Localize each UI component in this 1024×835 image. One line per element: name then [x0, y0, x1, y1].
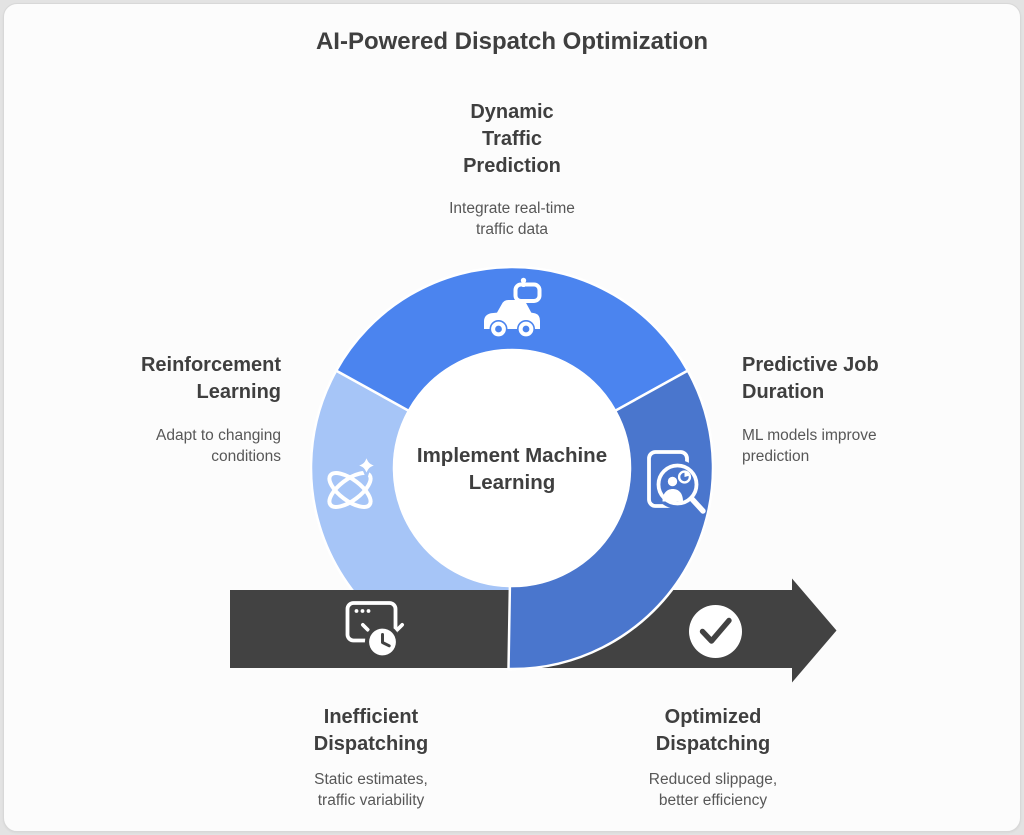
step-right-description: ML models improve prediction	[742, 427, 877, 465]
document-search-icon	[647, 450, 706, 514]
arrow-start-description: Static estimates, traffic variability	[314, 771, 428, 809]
arrow-start-heading: Inefficient Dispatching	[313, 706, 429, 755]
smart-car-icon	[484, 277, 542, 338]
center-label: Implement Machine Learning	[416, 444, 608, 494]
step-left-heading: Reinforcement Learning	[140, 354, 281, 403]
step-left-description: Adapt to changing conditions	[156, 427, 281, 465]
check-circle-icon	[689, 605, 742, 658]
arrow-end-description: Reduced slippage, better efficiency	[648, 771, 778, 809]
schedule-window-icon	[345, 601, 404, 660]
step-right-heading: Predictive Job Duration	[742, 354, 879, 403]
donut-hole	[393, 349, 631, 587]
arrow-head	[792, 578, 837, 683]
step-top-description: Integrate real-time traffic data	[449, 200, 575, 238]
step-top-heading: Dynamic Traffic Prediction	[463, 101, 561, 177]
sparkle	[354, 453, 379, 478]
arrow-end-heading: Optimized Dispatching	[655, 706, 771, 755]
page-title: AI-Powered Dispatch Optimization	[315, 28, 709, 55]
atom-sparkle-icon	[327, 453, 379, 509]
